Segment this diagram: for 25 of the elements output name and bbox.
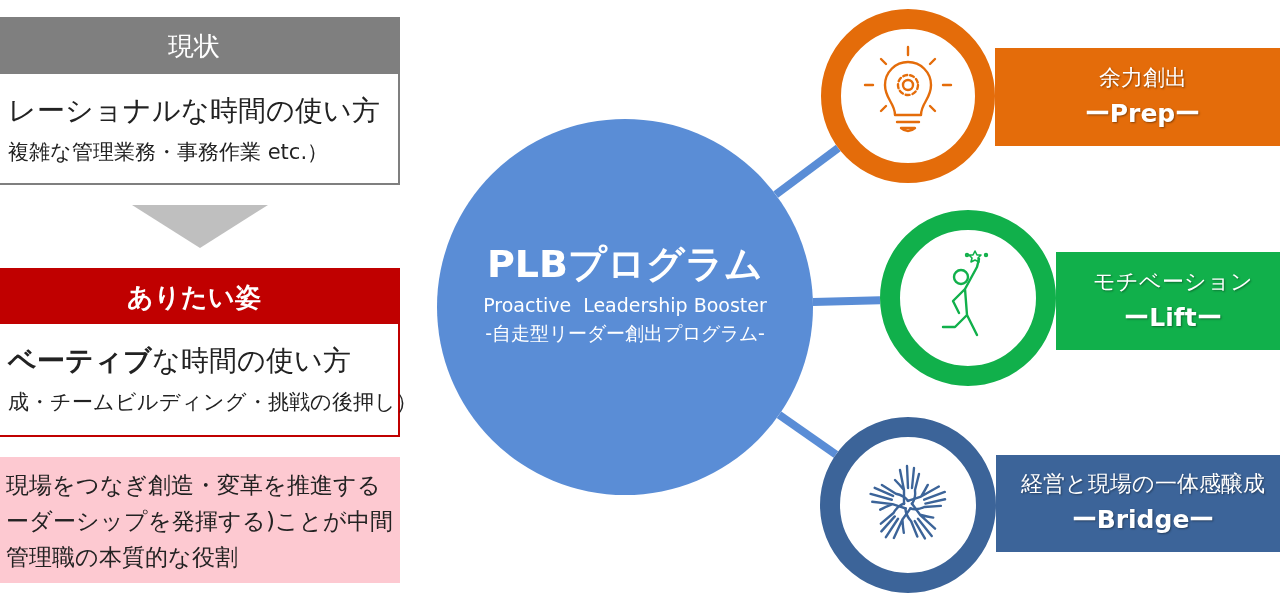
band-title: 余力創出 — [1098, 63, 1187, 92]
card-title: レーショナルな時間の使い方 — [8, 93, 380, 129]
card-header: ありたい姿 — [0, 270, 398, 324]
status-card — [0, 17, 400, 185]
card-title: ベーティブな時間の使い方 — [8, 343, 351, 379]
band-subtitle: ーBridgeー — [1071, 504, 1215, 537]
band-title: 経営と現場の一体感醸成 — [1021, 470, 1265, 499]
label-band — [1056, 252, 1280, 350]
band-subtitle: ーPrepー — [1084, 97, 1201, 130]
label-band — [995, 48, 1280, 146]
program-title: PLBプログラム — [487, 240, 763, 288]
card-note: 成・チームビルディング・挑戦の後押し） — [8, 389, 417, 416]
card-header: 現状 — [0, 19, 398, 74]
connector-line — [776, 411, 839, 458]
label-band — [996, 455, 1280, 552]
connector-line — [812, 296, 881, 307]
program-subtitle: -自走型リーダー創出プログラム- — [485, 320, 765, 346]
card-note: 複雑な管理業務・事務作業 etc.） — [8, 139, 329, 166]
down-arrow — [132, 205, 268, 248]
band-title: モチベーション — [1093, 267, 1253, 296]
note-box — [0, 457, 400, 583]
program-subtitle: Proactive Leadership Booster — [483, 293, 767, 318]
connector-line — [773, 144, 841, 198]
band-subtitle: ーLiftー — [1124, 301, 1222, 334]
note-text: 現場をつなぎ創造・変革を推進するーダーシップを発揮する)ことが中間管理職の本質的な役割 — [6, 471, 394, 572]
